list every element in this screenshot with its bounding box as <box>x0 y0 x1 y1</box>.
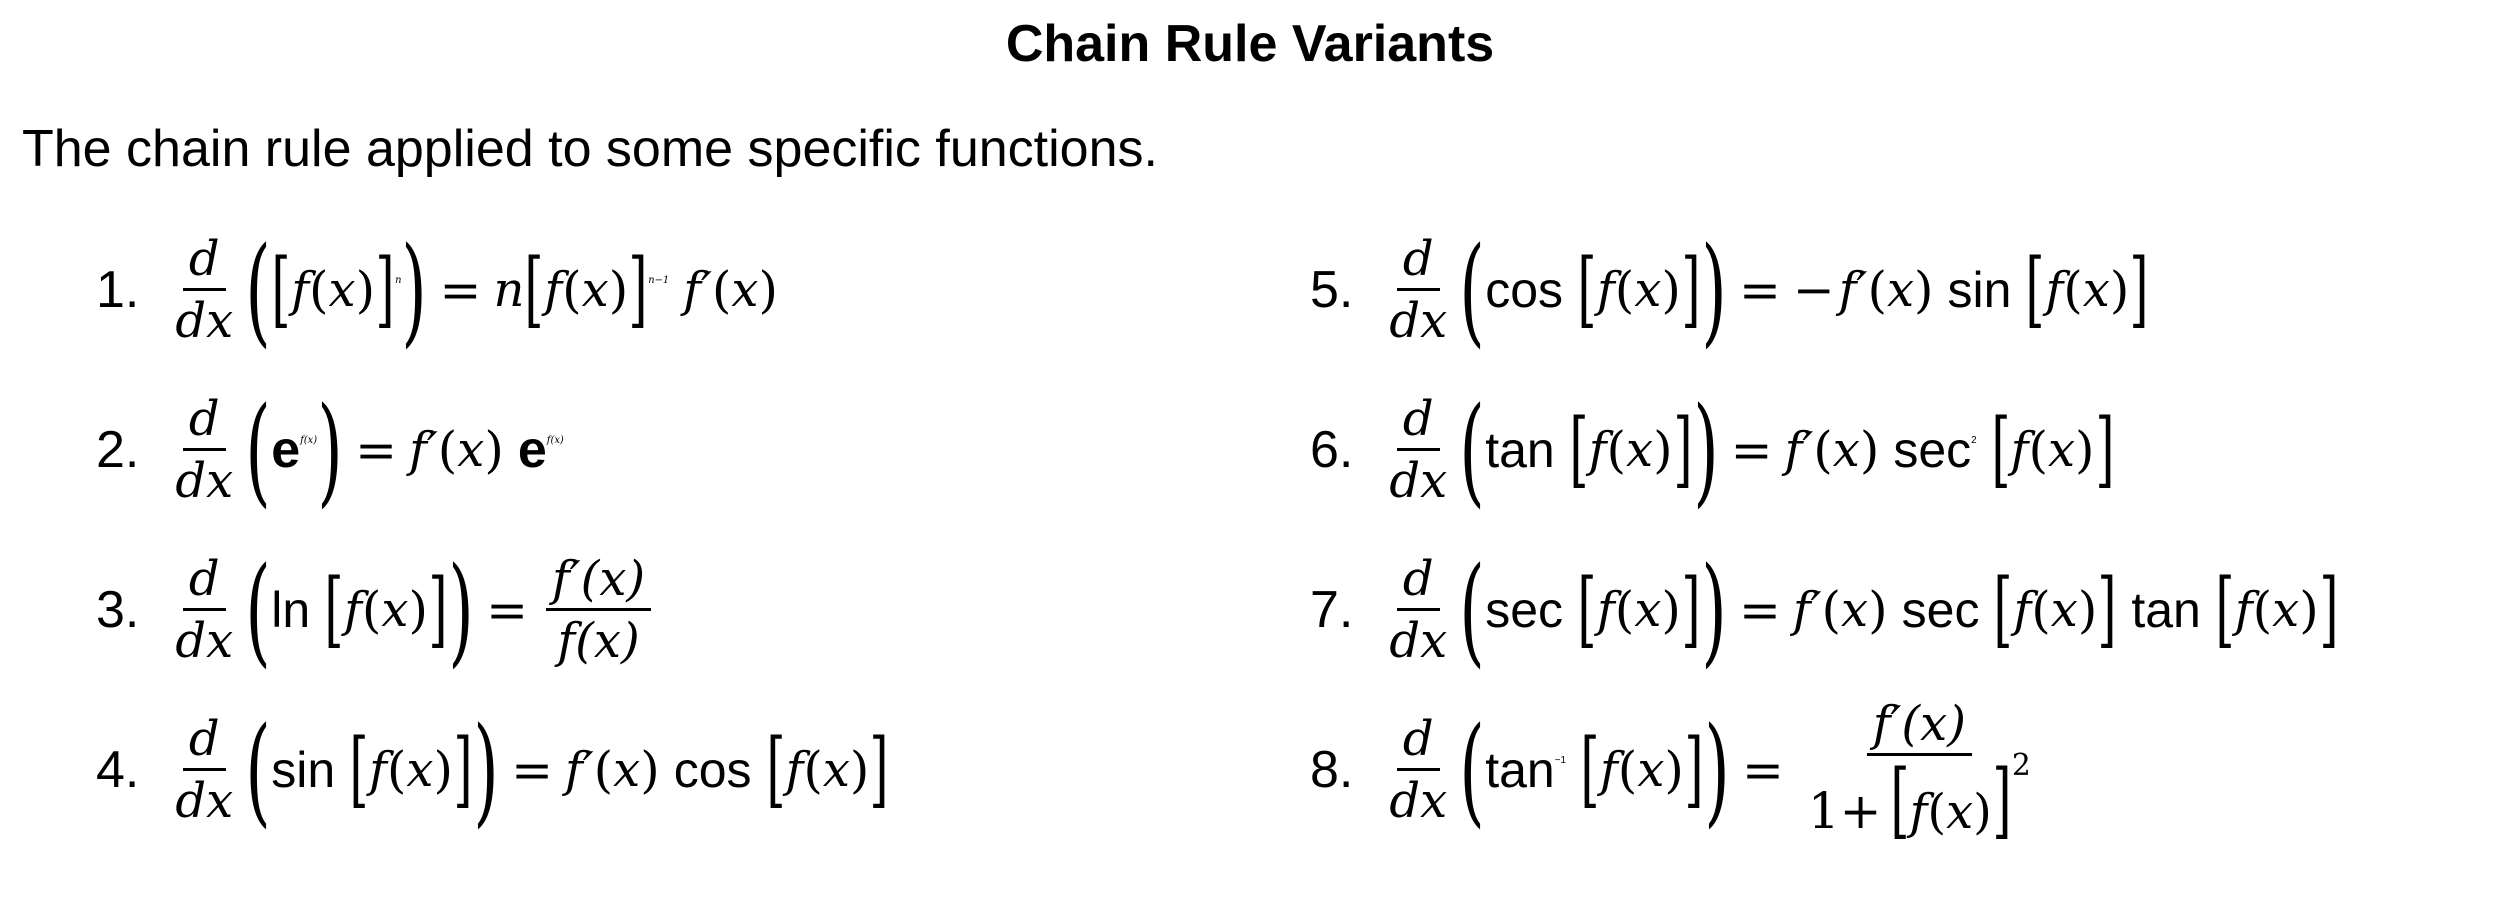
fraction: f′(x)f(x) <box>545 552 652 668</box>
page-subtitle: The chain rule applied to some specific … <box>22 120 1158 178</box>
equation-number: 4. <box>96 741 140 799</box>
equation-number: 7. <box>1310 581 1354 639</box>
equation-number: 8. <box>1310 741 1354 799</box>
equation-number: 3. <box>96 581 140 639</box>
equation-number: 2. <box>96 421 140 479</box>
fraction: f′(x)1+[f(x)]2 <box>1807 696 2031 848</box>
equation-number: 5. <box>1310 261 1354 319</box>
page-title: Chain Rule Variants <box>1005 15 1495 73</box>
equation-number: 1. <box>96 261 140 319</box>
equation-number: 6. <box>1310 421 1354 479</box>
